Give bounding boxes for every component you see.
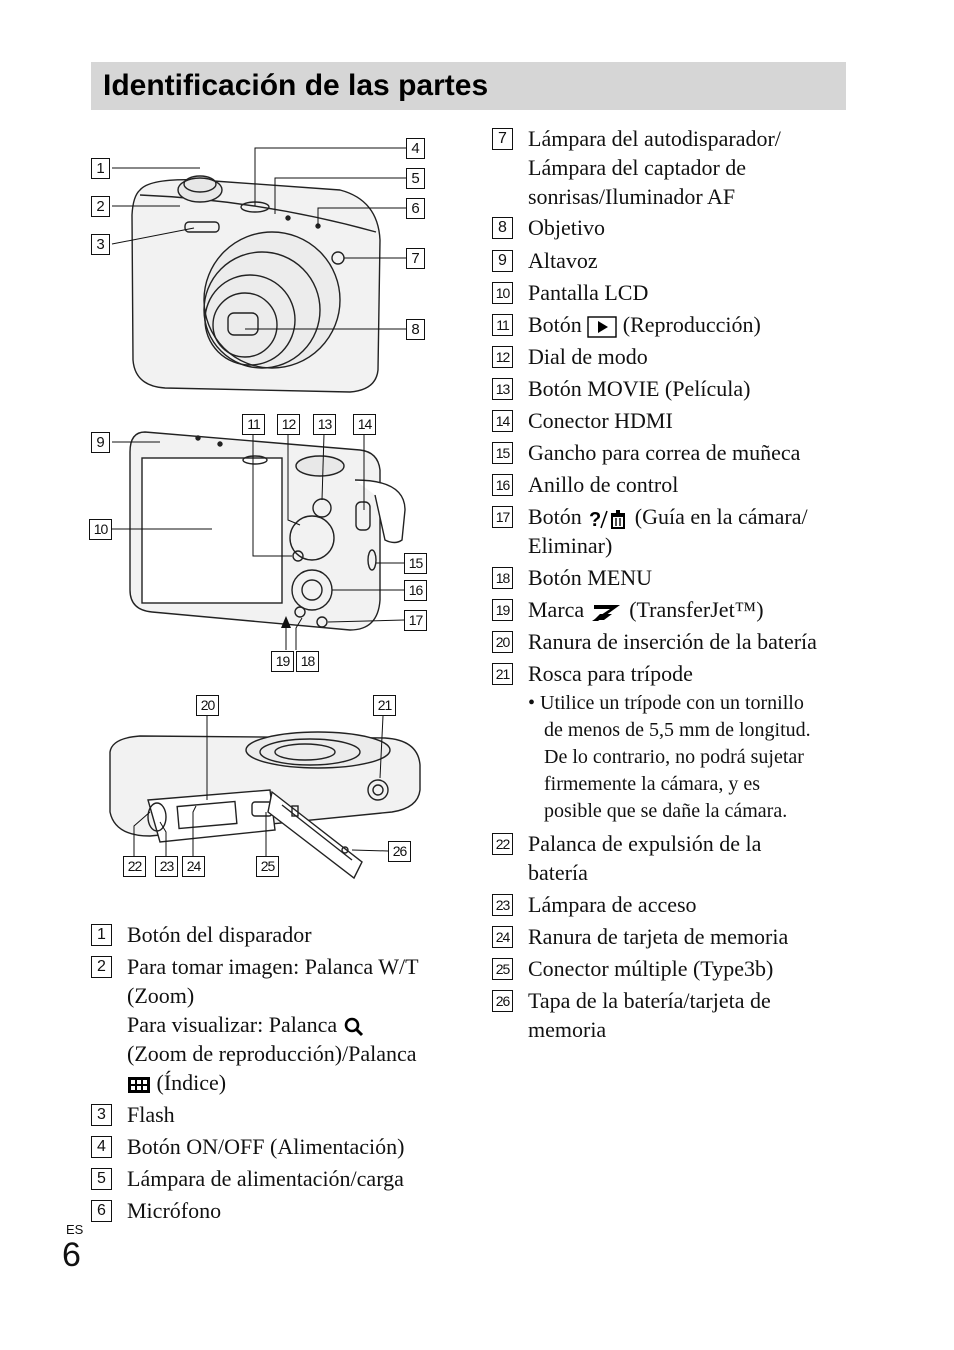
callout-8: 8 (406, 319, 425, 340)
list-item-13: 13 Botón MOVIE (Película) (492, 374, 842, 403)
callout-19: 19 (271, 651, 294, 672)
callout-26: 26 (388, 841, 411, 862)
callout-7: 7 (406, 248, 425, 269)
list-item-17: 17 Botón ? (Guía en la cámara/ Eliminar) (492, 502, 842, 560)
list-item-26: 26 Tapa de la batería/tarjeta de memoria (492, 986, 802, 1044)
callout-11: 11 (242, 414, 265, 435)
list-item-12: 12 Dial de modo (492, 342, 842, 371)
list-item-25: 25 Conector múltiple (Type3b) (492, 954, 842, 983)
list-item-23: 23 Lámpara de acceso (492, 890, 842, 919)
svg-text:?: ? (589, 509, 601, 530)
language-code: ES (66, 1222, 83, 1237)
list-item-21: 21 Rosca para trípode (492, 659, 842, 688)
list-item-4: 4 Botón ON/OFF (Alimentación) (91, 1132, 471, 1161)
list-item-22: 22 Palanca de expulsión de la batería (492, 829, 792, 887)
tripod-note: • Utilice un trípode con un tornillo de … (528, 690, 848, 825)
list-item-19: 19 Marca (TransferJet™) (492, 595, 842, 624)
page-number: 6 (62, 1236, 81, 1275)
list-item-3: 3 Flash (91, 1100, 471, 1129)
callout-2: 2 (91, 196, 110, 217)
list-item-5: 5 Lámpara de alimentación/carga (91, 1164, 471, 1193)
callout-4: 4 (406, 138, 425, 159)
playback-icon (587, 316, 617, 338)
list-item-2: 2 Para tomar imagen: Palanca W/T (Zoom) … (91, 952, 471, 1097)
list-item-24: 24 Ranura de tarjeta de memoria (492, 922, 842, 951)
list-item-1: 1 Botón del disparador (91, 920, 471, 949)
list-item-9: 9 Altavoz (492, 246, 842, 275)
callout-23: 23 (155, 856, 178, 877)
list-item-16: 16 Anillo de control (492, 470, 842, 499)
list-item-20: 20 Ranura de inserción de la batería (492, 627, 852, 656)
list-item-7: 7 Lámpara del autodisparador/ Lámpara de… (492, 124, 792, 211)
callout-17: 17 (404, 610, 427, 631)
callout-13: 13 (313, 414, 336, 435)
list-item-6: 6 Micrófono (91, 1196, 471, 1225)
list-item-11: 11 Botón (Reproducción) (492, 310, 842, 339)
callout-18: 18 (296, 651, 319, 672)
callout-10: 10 (89, 519, 112, 540)
callout-22: 22 (123, 856, 146, 877)
guide-delete-icon: ? (587, 508, 629, 530)
callout-9: 9 (91, 432, 110, 453)
callout-3: 3 (91, 234, 110, 255)
callout-25: 25 (256, 856, 279, 877)
callout-6: 6 (406, 198, 425, 219)
list-item-18: 18 Botón MENU (492, 563, 842, 592)
callout-16: 16 (404, 580, 427, 601)
list-item-14: 14 Conector HDMI (492, 406, 842, 435)
index-icon (127, 1076, 151, 1094)
callout-20: 20 (196, 695, 219, 716)
callout-5: 5 (406, 168, 425, 189)
callout-15: 15 (404, 553, 427, 574)
callout-14: 14 (353, 414, 376, 435)
zoom-playback-icon (343, 1016, 365, 1038)
list-item-10: 10 Pantalla LCD (492, 278, 842, 307)
list-item-8: 8 Objetivo (492, 213, 842, 242)
callout-1: 1 (91, 158, 110, 179)
callout-21: 21 (373, 695, 396, 716)
callout-12: 12 (277, 414, 300, 435)
transferjet-mark-icon (590, 601, 624, 623)
list-item-15: 15 Gancho para correa de muñeca (492, 438, 842, 467)
callout-24: 24 (182, 856, 205, 877)
